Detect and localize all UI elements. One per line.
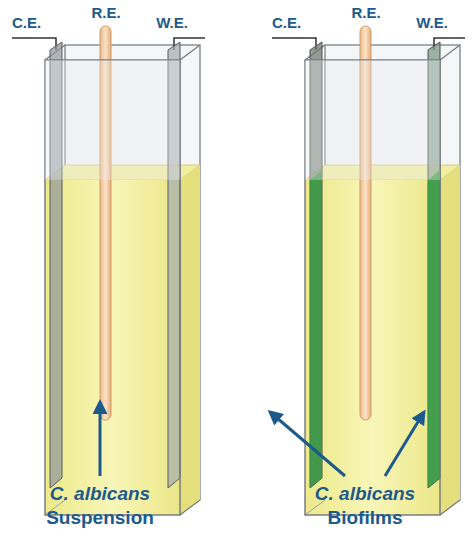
electrode-label: W.E.	[416, 14, 448, 31]
electrode-label: R.E.	[351, 4, 380, 21]
caption-sample: Biofilms	[328, 507, 403, 529]
caption-sample: Suspension	[46, 507, 154, 529]
caption-organism: C. albicans	[315, 483, 415, 505]
electrode-label: R.E.	[91, 4, 120, 21]
cuvette-suspension	[12, 26, 205, 515]
electrode-label: W.E.	[156, 14, 188, 31]
electrode-label: C.E.	[12, 14, 41, 31]
cuvette-biofilms	[272, 26, 465, 515]
electrode-label: C.E.	[272, 14, 301, 31]
caption-organism: C. albicans	[50, 483, 150, 505]
